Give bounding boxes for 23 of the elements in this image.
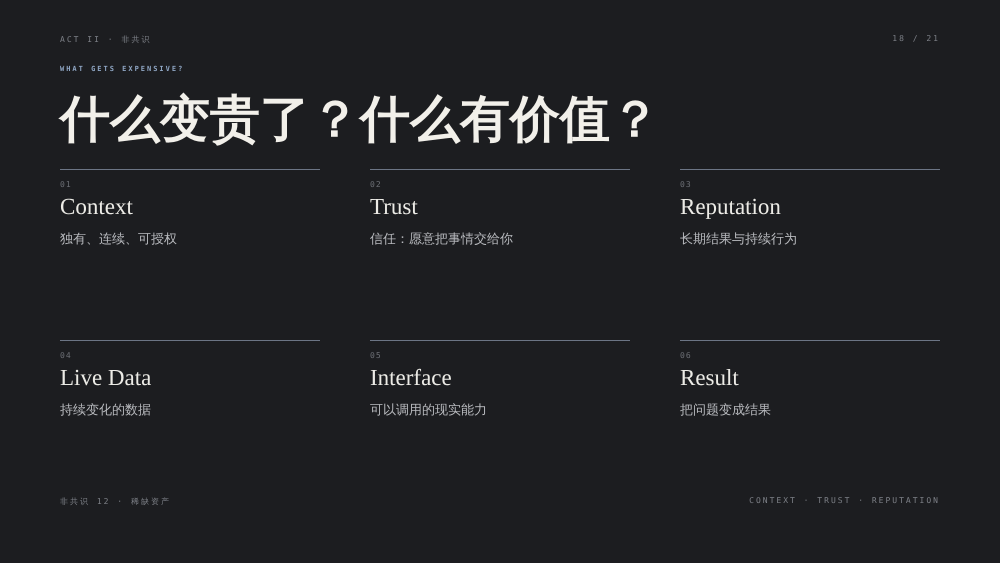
item-description: 信任：愿意把事情交给你: [370, 231, 513, 248]
item-heading: Context: [60, 194, 133, 220]
item-heading: Live Data: [60, 365, 152, 391]
item-description: 持续变化的数据: [60, 402, 151, 419]
item-heading: Result: [680, 365, 739, 391]
footer-keywords: CONTEXT · TRUST · REPUTATION: [749, 496, 940, 505]
item-number: 02: [370, 180, 382, 189]
slide-title: 什么变贵了？什么有价值？: [60, 88, 660, 150]
item-heading: Reputation: [680, 194, 781, 220]
item-description: 独有、连续、可授权: [60, 231, 177, 248]
item-description: 长期结果与持续行为: [680, 231, 797, 248]
item-number: 03: [680, 180, 692, 189]
page-number: 18 / 21: [892, 34, 940, 43]
footer-label: 非共识 12 · 稀缺资产: [60, 496, 171, 507]
item-number: 04: [60, 351, 72, 360]
item-number: 06: [680, 351, 692, 360]
item-number: 05: [370, 351, 382, 360]
section-label: ACT II · 非共识: [60, 34, 152, 45]
item-description: 把问题变成结果: [680, 402, 771, 419]
item-description: 可以调用的现实能力: [370, 402, 487, 419]
item-heading: Interface: [370, 365, 452, 391]
item-number: 01: [60, 180, 72, 189]
item-heading: Trust: [370, 194, 418, 220]
